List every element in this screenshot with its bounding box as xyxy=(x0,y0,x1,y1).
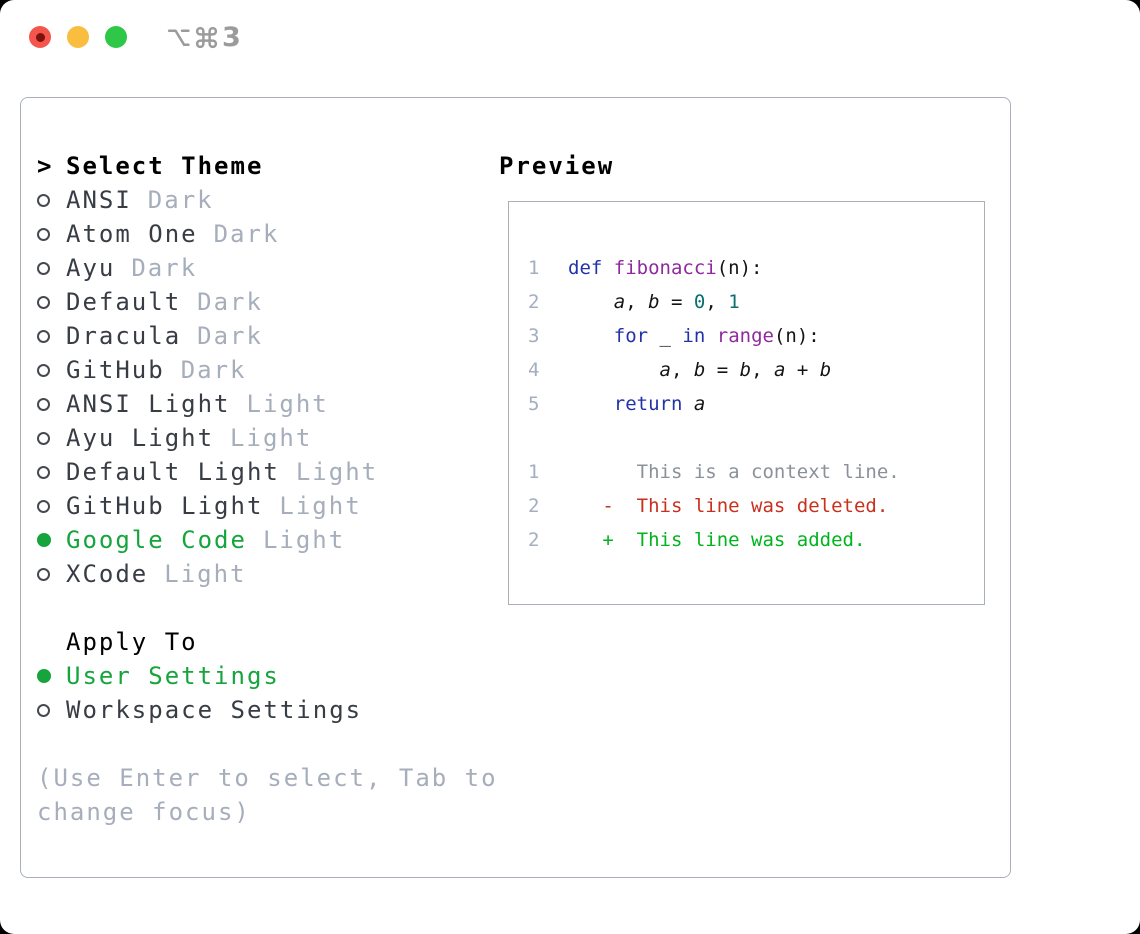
radio-icon xyxy=(37,193,66,207)
option-label: GitHub Light xyxy=(66,492,264,520)
theme-variant-tag: Light xyxy=(279,492,362,520)
radio-icon xyxy=(37,295,66,309)
theme-option-default[interactable]: Default Dark xyxy=(37,285,507,319)
theme-option-dracula[interactable]: Dracula Dark xyxy=(37,319,507,353)
option-label: GitHub xyxy=(66,356,165,384)
zoom-button[interactable] xyxy=(105,26,127,48)
theme-variant-tag: Dark xyxy=(213,220,280,248)
apply-option-user-settings[interactable]: User Settings xyxy=(37,659,507,693)
radio-icon xyxy=(37,261,66,275)
radio-icon xyxy=(37,329,66,343)
theme-variant-tag: Light xyxy=(246,390,329,418)
select-theme-header: > Select Theme xyxy=(37,149,507,183)
code-line: 3 for _ in range(n): xyxy=(528,319,984,353)
code-line: 5 return a xyxy=(528,387,984,421)
titlebar: 3 xyxy=(0,0,1140,97)
line-number: 2 xyxy=(528,291,540,313)
diff-line-added: 2 + This line was added. xyxy=(528,523,984,557)
shortcut-digit: 3 xyxy=(222,21,241,53)
option-label: ANSI Light xyxy=(66,390,231,418)
cursor-arrow: > xyxy=(37,152,54,180)
radio-icon xyxy=(37,465,66,479)
line-number: 2 xyxy=(528,529,540,551)
theme-variant-tag: Light xyxy=(262,526,346,554)
theme-option-github-light[interactable]: GitHub Light Light xyxy=(37,489,507,523)
spacer xyxy=(528,421,984,455)
theme-variant-tag: Dark xyxy=(131,254,198,282)
window-title-shortcut: 3 xyxy=(166,21,241,53)
command-icon xyxy=(195,26,218,48)
line-number: 5 xyxy=(528,393,540,415)
option-label: Default Light xyxy=(66,458,280,486)
spacer xyxy=(37,591,507,625)
line-number: 1 xyxy=(528,461,540,483)
radio-icon xyxy=(37,397,66,411)
radio-icon xyxy=(37,363,66,377)
minimize-button[interactable] xyxy=(67,26,89,48)
close-dot-icon xyxy=(35,32,45,42)
option-label: Ayu Light xyxy=(66,424,215,452)
preview-diff: 1 This is a context line.2 - This line w… xyxy=(528,455,984,557)
theme-variant-tag: Dark xyxy=(180,356,247,384)
apply-to-header: Apply To xyxy=(37,625,507,659)
radio-icon xyxy=(37,567,66,581)
theme-variant-tag: Light xyxy=(295,458,379,486)
help-hint: (Use Enter to select, Tab to change focu… xyxy=(37,764,498,826)
theme-option-google-code[interactable]: Google Code Light xyxy=(37,523,507,557)
option-label: User Settings xyxy=(66,662,280,690)
preview-label: Preview xyxy=(499,152,615,180)
theme-option-ayu[interactable]: Ayu Dark xyxy=(37,251,507,285)
theme-variant-tag: Light xyxy=(230,424,313,452)
theme-option-default-light[interactable]: Default Light Light xyxy=(37,455,507,489)
theme-variant-tag: Light xyxy=(164,560,247,588)
option-label: Default xyxy=(66,288,182,316)
radio-selected-icon xyxy=(37,533,66,547)
apply-to-label: Apply To xyxy=(66,628,198,656)
option-icon xyxy=(167,28,190,46)
close-button[interactable] xyxy=(29,26,51,48)
radio-icon xyxy=(37,227,66,241)
option-label: Dracula xyxy=(66,322,182,350)
code-line: 4 a, b = b, a + b xyxy=(528,353,984,387)
theme-variant-tag: Dark xyxy=(197,288,263,316)
preview-header: Preview xyxy=(499,149,985,183)
diff-line-deleted: 2 - This line was deleted. xyxy=(528,489,984,523)
radio-icon xyxy=(37,703,66,717)
line-number: 3 xyxy=(528,325,540,347)
theme-variant-tag: Dark xyxy=(197,322,263,350)
option-label: Workspace Settings xyxy=(66,696,363,724)
option-label: ANSI xyxy=(66,186,132,214)
line-number: 1 xyxy=(528,257,540,279)
theme-option-xcode[interactable]: XCode Light xyxy=(37,557,507,591)
line-number: 4 xyxy=(528,359,540,381)
theme-variant-tag: Dark xyxy=(147,186,214,214)
theme-option-ayu-light[interactable]: Ayu Light Light xyxy=(37,421,507,455)
radio-icon xyxy=(37,499,66,513)
radio-icon xyxy=(37,431,66,445)
option-label: Google Code xyxy=(66,526,247,554)
theme-option-ansi[interactable]: ANSI Dark xyxy=(37,183,507,217)
theme-option-atom-one[interactable]: Atom One Dark xyxy=(37,217,507,251)
option-label: Atom One xyxy=(66,220,198,248)
spacer xyxy=(37,727,507,761)
diff-line-context: 1 This is a context line. xyxy=(528,455,984,489)
theme-option-github[interactable]: GitHub Dark xyxy=(37,353,507,387)
traffic-lights xyxy=(29,26,127,48)
theme-option-ansi-light[interactable]: ANSI Light Light xyxy=(37,387,507,421)
apply-option-workspace-settings[interactable]: Workspace Settings xyxy=(37,693,507,727)
code-line: 2 a, b = 0, 1 xyxy=(528,285,984,319)
radio-selected-icon xyxy=(37,669,66,683)
line-number: 2 xyxy=(528,495,540,517)
option-label: XCode xyxy=(66,560,149,588)
select-theme-label: Select Theme xyxy=(66,152,264,180)
option-label: Ayu xyxy=(66,254,116,282)
